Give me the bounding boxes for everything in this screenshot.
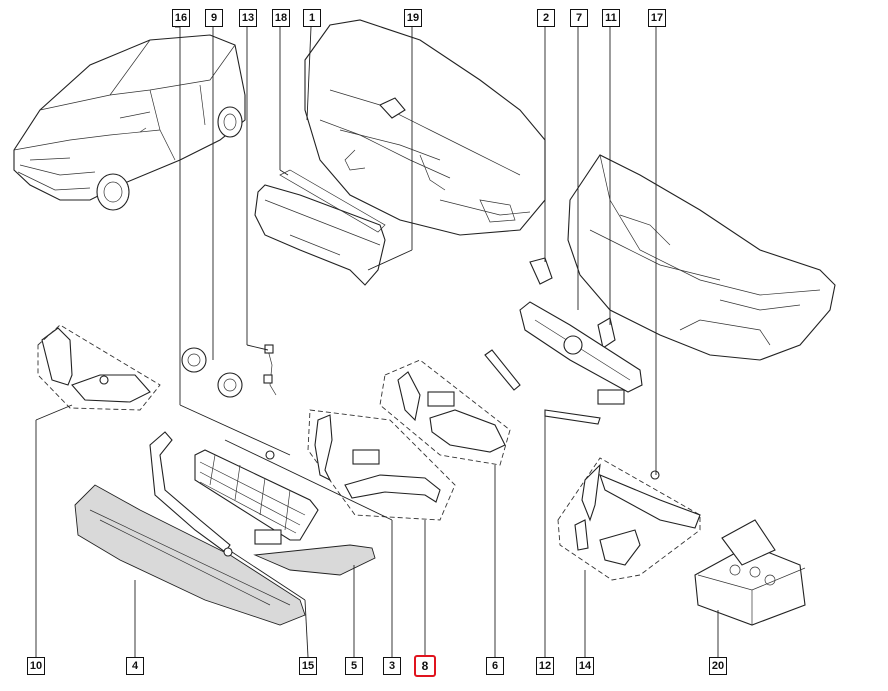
grille-part-7 bbox=[519, 301, 643, 393]
callout-9[interactable]: 9 bbox=[205, 9, 223, 27]
label-12 bbox=[597, 389, 625, 405]
callout-8-selected[interactable]: 8 bbox=[414, 655, 436, 677]
side-trim-part-3 bbox=[149, 431, 231, 553]
callout-4[interactable]: 4 bbox=[126, 657, 144, 675]
fog-lamps-part-9 bbox=[181, 347, 243, 398]
callout-19[interactable]: 19 bbox=[404, 9, 422, 27]
callout-3[interactable]: 3 bbox=[383, 657, 401, 675]
fog-lamp-bezel-group-part-6 bbox=[379, 359, 511, 466]
callout-16[interactable]: 16 bbox=[172, 9, 190, 27]
bracket-part-11 bbox=[597, 317, 616, 349]
front-bumper-illustration bbox=[304, 19, 546, 236]
chrome-strip-part-12 bbox=[484, 349, 521, 391]
callout-11[interactable]: 11 bbox=[602, 9, 620, 27]
callout-7[interactable]: 7 bbox=[570, 9, 588, 27]
clip-part-2 bbox=[529, 257, 553, 285]
car-overview-illustration bbox=[13, 34, 246, 211]
callout-18[interactable]: 18 bbox=[272, 9, 290, 27]
chrome-strip-part-12b bbox=[544, 409, 601, 425]
chrome-strip-part-5 bbox=[253, 544, 376, 576]
callout-20[interactable]: 20 bbox=[709, 657, 727, 675]
engine-undershield-part-4 bbox=[74, 484, 306, 626]
callout-13[interactable]: 13 bbox=[239, 9, 257, 27]
callout-6[interactable]: 6 bbox=[486, 657, 504, 675]
front-bumper-side-illustration bbox=[567, 154, 836, 361]
callout-12[interactable]: 12 bbox=[536, 657, 554, 675]
callout-17[interactable]: 17 bbox=[648, 9, 666, 27]
screw-3 bbox=[265, 450, 275, 460]
grille-mesh-part-16 bbox=[194, 449, 319, 541]
callout-2[interactable]: 2 bbox=[537, 9, 555, 27]
fixings-box-part-20 bbox=[694, 519, 806, 626]
leader-lines bbox=[35, 26, 719, 658]
callout-14[interactable]: 14 bbox=[576, 657, 594, 675]
trim-group-part-8 bbox=[307, 409, 456, 521]
callout-1[interactable]: 1 bbox=[303, 9, 321, 27]
callout-15[interactable]: 15 bbox=[299, 657, 317, 675]
callout-10[interactable]: 10 bbox=[27, 657, 45, 675]
callout-5[interactable]: 5 bbox=[345, 657, 363, 675]
label-3 bbox=[254, 529, 282, 545]
screw-15 bbox=[223, 547, 233, 557]
bracket-group-part-14 bbox=[557, 457, 701, 581]
fog-lamp-trim-part-10 bbox=[37, 324, 161, 411]
bumper-reinforcement-illustration bbox=[254, 169, 386, 286]
wiring-part-13 bbox=[263, 344, 277, 396]
